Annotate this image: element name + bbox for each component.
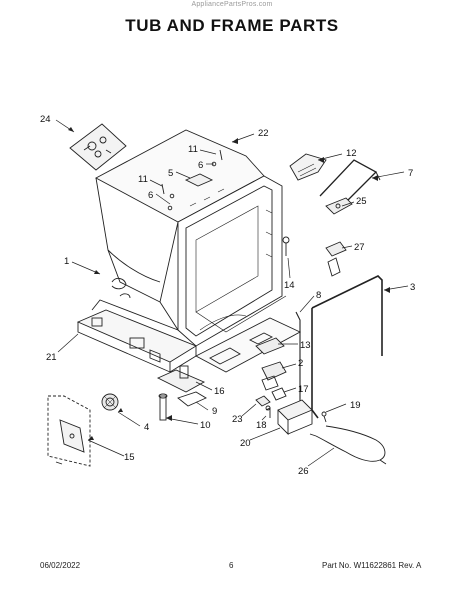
part-3-door-gasket	[311, 275, 383, 419]
part-25-strike	[325, 197, 353, 215]
part-10-leg	[158, 393, 168, 421]
part-14-screw	[282, 236, 290, 256]
part-23-fastener	[255, 395, 271, 407]
callout-6: 6	[198, 160, 203, 171]
callout-21: 21	[46, 352, 57, 363]
page-title: TUB AND FRAME PARTS	[125, 16, 339, 35]
part-24-packet	[69, 123, 127, 171]
callout-10: 10	[200, 420, 211, 431]
part-7-gasket	[319, 159, 381, 209]
callout-5: 5	[168, 168, 173, 179]
callout-9: 9	[212, 406, 217, 417]
part-26-wire-harness	[309, 425, 387, 465]
callout-1: 1	[64, 256, 69, 267]
footer-part-number: Part No. W11622861 Rev. A	[322, 561, 422, 570]
part-16-leveling-leg	[156, 365, 206, 393]
callout-11: 11	[188, 144, 198, 155]
callout-19: 19	[350, 400, 361, 411]
callout-3: 3	[410, 282, 415, 293]
callout-20: 20	[240, 438, 251, 449]
part-9-bracket	[177, 391, 207, 407]
callout-7: 7	[408, 168, 413, 179]
part-20-module	[277, 399, 313, 436]
part-21-base-frame	[76, 309, 197, 373]
footer-page-number: 6	[229, 561, 234, 570]
callout-18: 18	[256, 420, 267, 431]
callout-14: 14	[284, 280, 295, 291]
callout-27: 27	[354, 242, 365, 253]
footer-date: 06/02/2022	[40, 561, 81, 570]
part-2-bracket	[261, 361, 287, 391]
part-18-screw	[265, 405, 271, 418]
callout-6b: 6	[148, 190, 153, 201]
callout-26: 26	[298, 466, 309, 477]
callout-25: 25	[356, 196, 367, 207]
part-4-adjuster-wheel	[101, 393, 119, 411]
part-12-vent	[289, 153, 327, 181]
callout-11b: 11	[138, 174, 148, 185]
part-8-gasket	[295, 311, 301, 410]
callout-4: 4	[144, 422, 149, 433]
part-11-screws	[161, 149, 223, 195]
part-5-bracket	[184, 173, 214, 187]
callout-16: 16	[214, 386, 225, 397]
part-22-insulation	[95, 129, 265, 303]
part-27-hinge-bracket	[325, 241, 347, 277]
part-13-bracket	[255, 337, 285, 355]
callout-15: 15	[124, 452, 135, 463]
callout-2: 2	[298, 358, 303, 369]
part-15-side-panel	[47, 395, 91, 467]
callout-22: 22	[258, 128, 269, 139]
callout-17: 17	[298, 384, 309, 395]
callout-13: 13	[300, 340, 311, 351]
part-17-clip	[271, 387, 287, 401]
part-1-tub	[91, 175, 287, 347]
watermark: AppliancePartsPros.com	[191, 1, 273, 8]
leader-arrowheads	[68, 127, 390, 440]
callout-labels: 24 22 11 6 5 11 6 12 7 25 27 14 1 8 3 13…	[40, 114, 415, 477]
callout-23: 23	[232, 414, 243, 425]
callout-12: 12	[346, 148, 357, 159]
part-19-screw	[321, 411, 327, 423]
callout-24: 24	[40, 114, 51, 125]
callout-8: 8	[316, 290, 321, 301]
